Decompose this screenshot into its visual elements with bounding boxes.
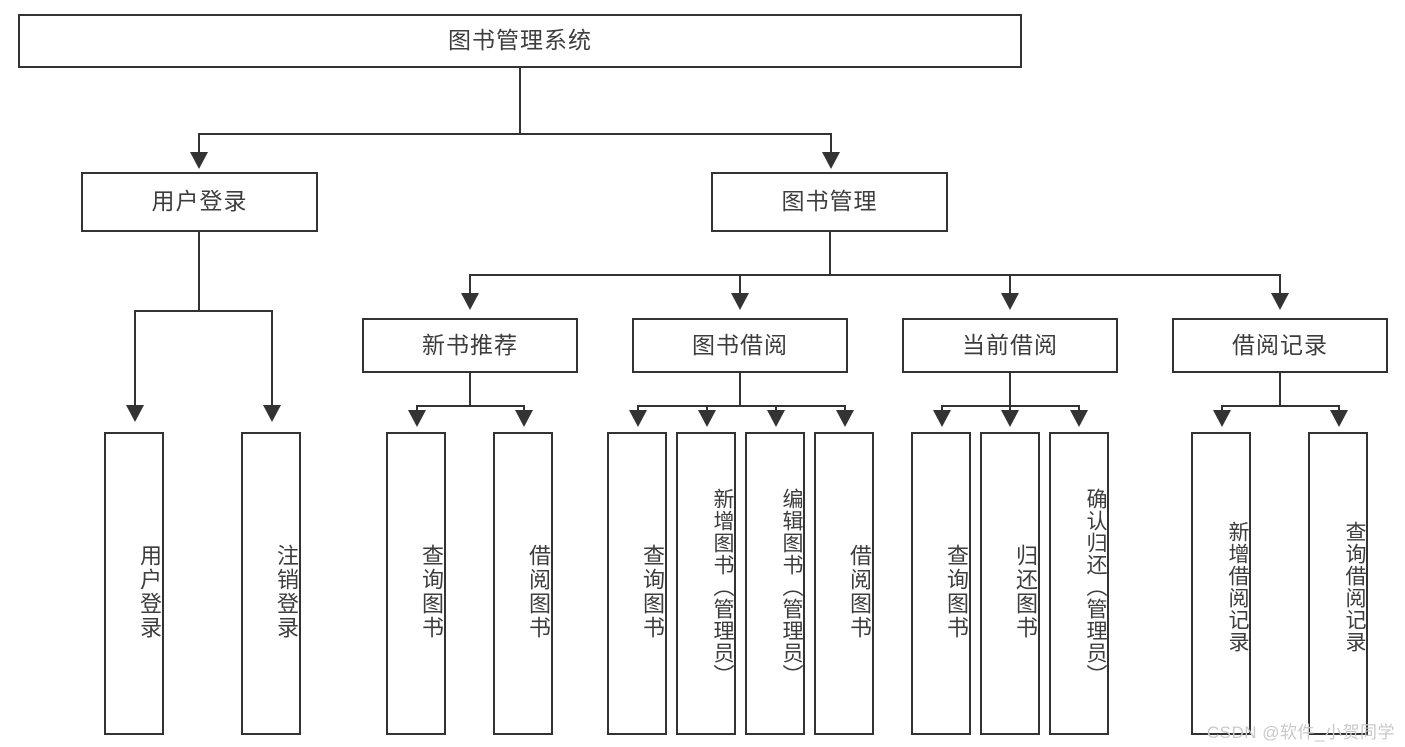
connector-bookborrow-stem: [739, 373, 741, 405]
connector-currentborrow-drop-1: [941, 405, 943, 413]
connector-root-drop-1: [198, 133, 200, 155]
arrow-down-icon: [1213, 410, 1231, 427]
arrow-down-icon: [190, 152, 208, 169]
node-book-management[interactable]: 图书管理: [711, 172, 948, 232]
connector-userlogin-drop-1: [134, 310, 136, 408]
connector-currentborrow-drop-2: [1009, 405, 1011, 413]
arrow-down-icon: [822, 152, 840, 169]
leaf-bookborrow-query-books[interactable]: 查询图书: [607, 432, 667, 735]
arrow-down-icon: [933, 410, 951, 427]
arrow-down-icon: [1001, 293, 1019, 310]
leaf-user-logout[interactable]: 注销登录: [241, 432, 301, 735]
connector-currentborrow-drop-3: [1078, 405, 1080, 413]
connector-root-drop-2: [830, 133, 832, 155]
arrow-down-icon: [126, 405, 144, 422]
arrow-down-icon: [1271, 293, 1289, 310]
connector-bookmgmt-drop-2: [739, 274, 741, 296]
arrow-down-icon: [629, 410, 647, 427]
node-book-borrow[interactable]: 图书借阅: [632, 318, 848, 373]
arrow-down-icon: [1070, 410, 1088, 427]
leaf-currentborrow-return-books[interactable]: 归还图书: [980, 432, 1040, 735]
connector-bookborrow-drop-2: [706, 405, 708, 413]
leaf-newbook-borrow-books[interactable]: 借阅图书: [493, 432, 553, 735]
node-borrow-record[interactable]: 借阅记录: [1172, 318, 1388, 373]
leaf-currentborrow-query-books[interactable]: 查询图书: [911, 432, 971, 735]
arrow-down-icon: [461, 293, 479, 310]
node-user-login[interactable]: 用户登录: [81, 172, 318, 232]
arrow-down-icon: [698, 410, 716, 427]
leaf-user-login[interactable]: 用户登录: [104, 432, 164, 735]
arrow-down-icon: [263, 405, 281, 422]
connector-bookborrow-drop-1: [637, 405, 639, 413]
leaf-borrowrecord-add-record[interactable]: 新增借阅记录: [1191, 432, 1251, 735]
leaf-borrowrecord-query-record[interactable]: 查询借阅记录: [1308, 432, 1368, 735]
connector-bookmgmt-bus: [469, 274, 1280, 276]
leaf-bookborrow-add-book-admin[interactable]: 新增图书（管理员）: [676, 432, 736, 735]
node-current-borrow[interactable]: 当前借阅: [902, 318, 1118, 373]
arrow-down-icon: [731, 293, 749, 310]
connector-newbook-drop-2: [523, 405, 525, 413]
connector-borrowrecord-drop-1: [1221, 405, 1223, 413]
csdn-watermark: CSDN @软件_小贺同学: [1206, 723, 1395, 742]
node-new-book-recommend[interactable]: 新书推荐: [362, 318, 578, 373]
arrow-down-icon: [408, 410, 426, 427]
connector-bookborrow-bus: [637, 405, 845, 407]
connector-userlogin-stem: [198, 232, 200, 310]
connector-borrowrecord-stem: [1279, 373, 1281, 405]
arrow-down-icon: [1330, 410, 1348, 427]
connector-bookborrow-drop-4: [844, 405, 846, 413]
arrow-down-icon: [767, 410, 785, 427]
connector-bookmgmt-drop-4: [1279, 274, 1281, 296]
connector-borrowrecord-drop-2: [1338, 405, 1340, 413]
leaf-newbook-query-books[interactable]: 查询图书: [386, 432, 446, 735]
connector-bookborrow-drop-3: [775, 405, 777, 413]
connector-root-bus: [198, 133, 832, 135]
connector-userlogin-bus: [134, 310, 272, 312]
connector-bookmgmt-drop-1: [469, 274, 471, 296]
leaf-bookborrow-borrow-books[interactable]: 借阅图书: [814, 432, 874, 735]
connector-bookmgmt-drop-3: [1009, 274, 1011, 296]
arrow-down-icon: [515, 410, 533, 427]
connector-currentborrow-stem: [1009, 373, 1011, 405]
connector-root-stem: [519, 68, 521, 133]
arrow-down-icon: [1001, 410, 1019, 427]
node-root-system[interactable]: 图书管理系统: [18, 14, 1022, 68]
connector-userlogin-drop-2: [271, 310, 273, 408]
connector-newbook-bus: [416, 405, 524, 407]
arrow-down-icon: [836, 410, 854, 427]
connector-bookmgmt-stem: [829, 232, 831, 274]
leaf-currentborrow-confirm-return-admin[interactable]: 确认归还（管理员）: [1049, 432, 1109, 735]
connector-newbook-drop-1: [416, 405, 418, 413]
leaf-bookborrow-edit-book-admin[interactable]: 编辑图书（管理员）: [745, 432, 805, 735]
connector-newbook-stem: [469, 373, 471, 405]
connector-borrowrecord-bus: [1221, 405, 1339, 407]
